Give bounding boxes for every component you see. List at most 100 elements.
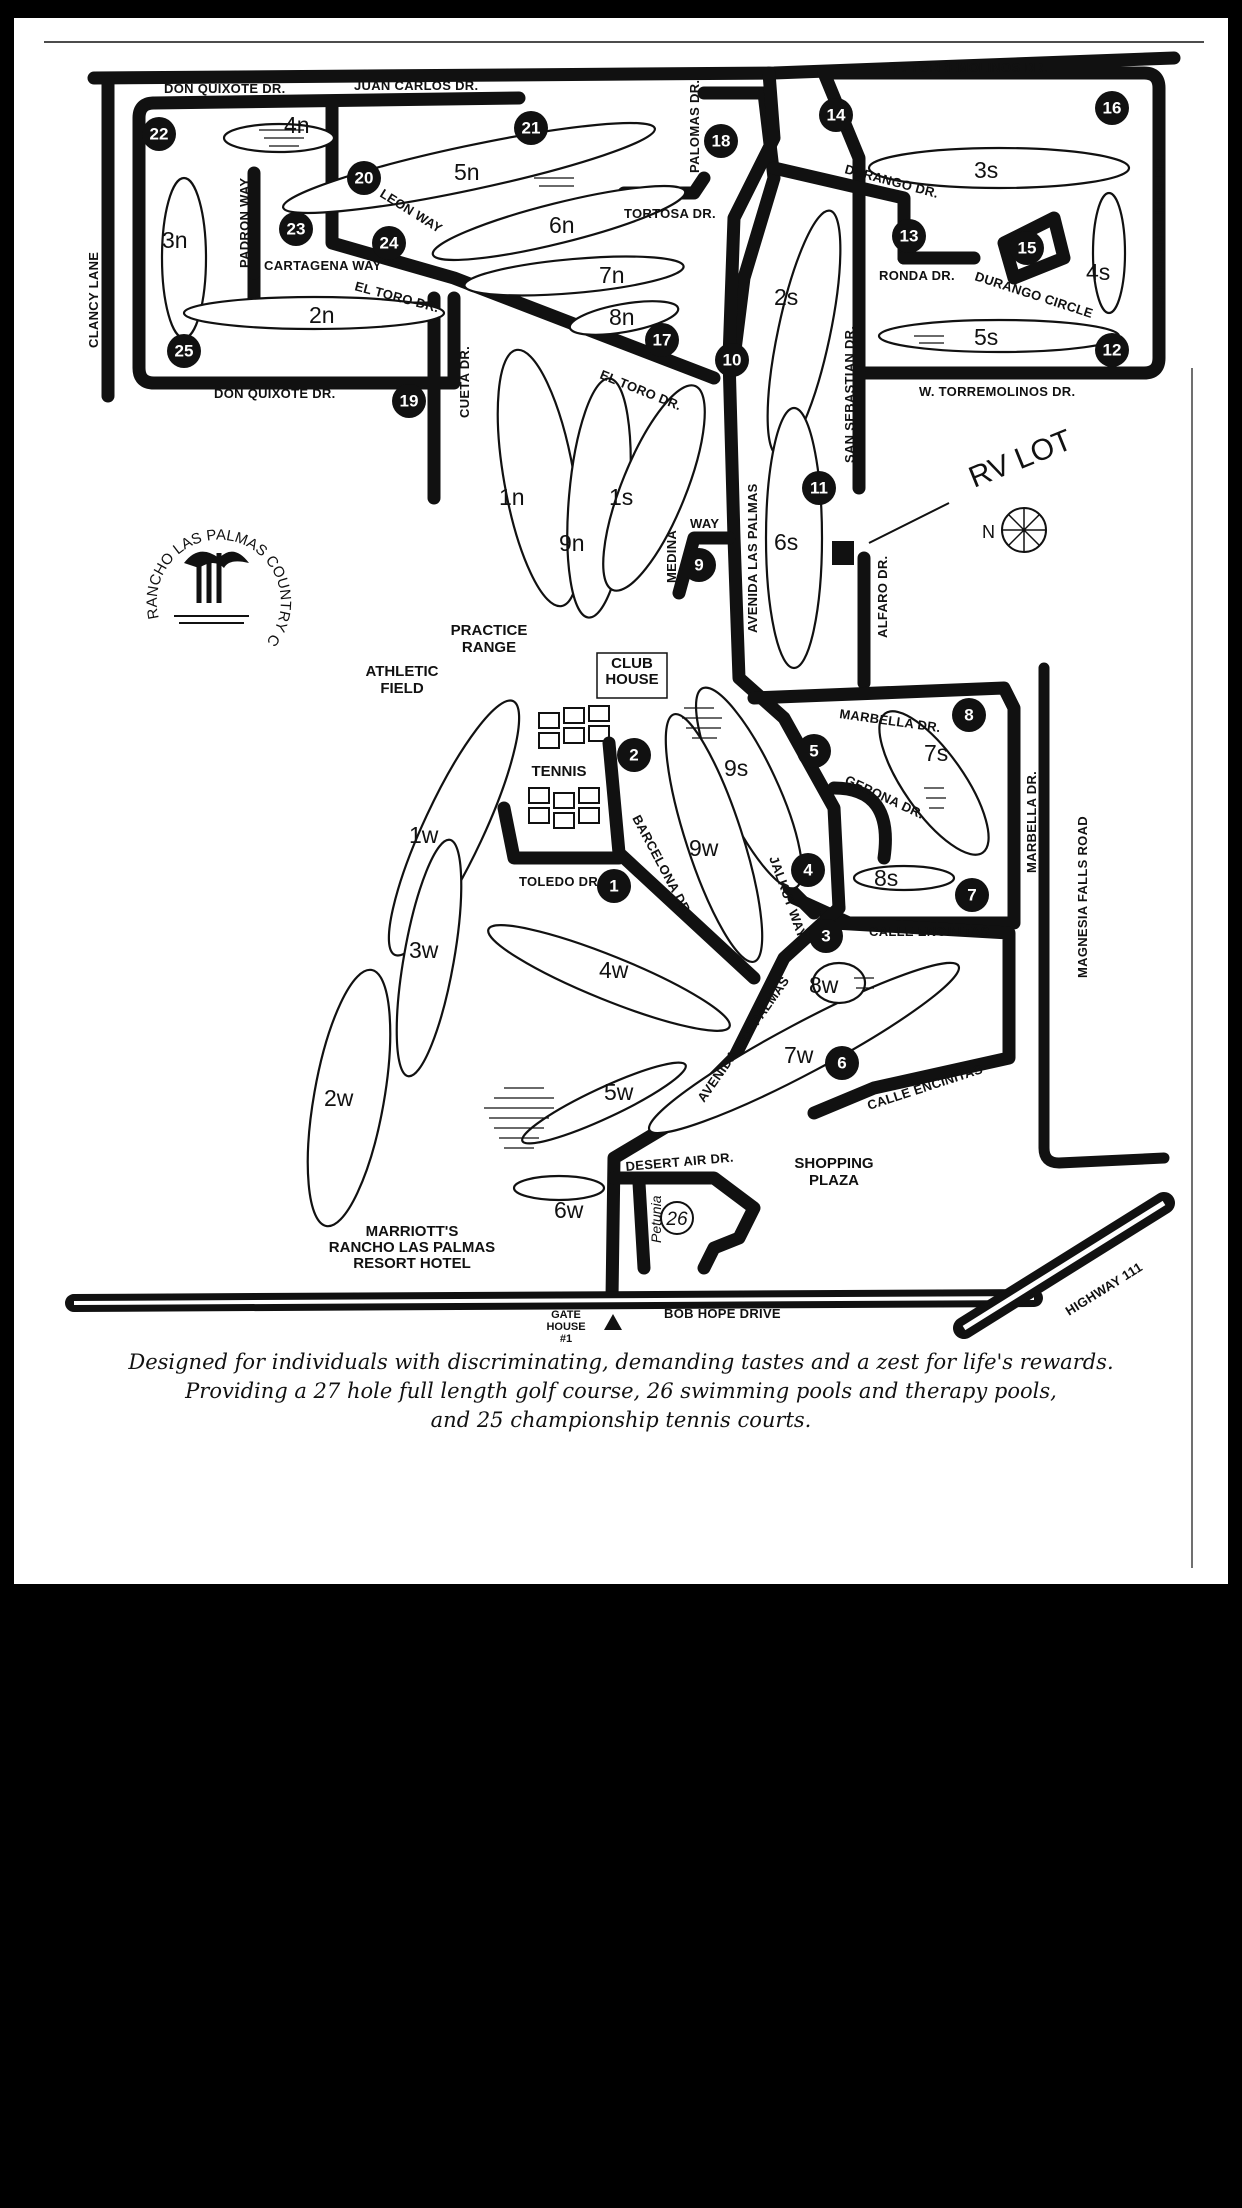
svg-text:4: 4	[803, 861, 813, 880]
svg-text:3: 3	[821, 927, 830, 946]
road-calle-encinitas-top	[807, 916, 1016, 1120]
site-marker: 17	[645, 323, 679, 357]
fairway-3s	[867, 146, 1131, 190]
hole-label: 7s	[924, 740, 948, 766]
svg-text:5: 5	[809, 742, 818, 761]
site-marker: 1	[597, 869, 631, 903]
hole-label: 1s	[609, 484, 633, 510]
svg-text:24: 24	[380, 234, 399, 253]
svg-text:8: 8	[964, 706, 973, 725]
label-clancy-lane: CLANCY LANE	[86, 252, 101, 348]
site-marker: 25	[167, 334, 201, 368]
svg-text:17: 17	[653, 331, 672, 350]
rv-lot-box	[832, 541, 854, 565]
svg-text:7: 7	[967, 886, 976, 905]
hole-labels: 4n 5n 6n 7n 8n 3n 2n 1n 9n 1s 2s 3s 4s 5…	[162, 112, 1110, 1223]
label-cueta: CUETA DR.	[457, 346, 472, 418]
gate-house-triangle-icon	[604, 1314, 622, 1330]
fairway-8s	[852, 864, 956, 892]
svg-text:16: 16	[1103, 99, 1122, 118]
rv-lot-label: RV LOT	[964, 424, 1076, 495]
site-marker: 4	[791, 853, 825, 887]
label-ronda: RONDA DR.	[879, 268, 955, 283]
fairway-7w	[647, 961, 961, 1135]
fairway-6s	[764, 406, 824, 670]
svg-text:10: 10	[723, 351, 742, 370]
hole-label: 5s	[974, 324, 998, 350]
road-highway-111-median	[962, 1200, 1166, 1331]
fairway-1s	[602, 384, 706, 592]
site-marker: 3	[809, 919, 843, 953]
tennis-label: TENNIS	[531, 763, 586, 780]
hole-label: 4s	[1086, 259, 1110, 285]
svg-text:9: 9	[694, 556, 703, 575]
logo-ring-text: RANCHO LAS PALMAS COUNTRY CLUB	[14, 18, 294, 649]
compass-rose-icon: N	[982, 507, 1047, 553]
road-network	[65, 51, 1181, 1339]
fairways	[160, 121, 1131, 1228]
hole-label: 2w	[324, 1085, 354, 1111]
label-e-torremolinos: E. TORREMOLINOS DR.	[894, 60, 1048, 75]
water-hazard-7s	[924, 787, 946, 809]
fairway-6n	[431, 184, 687, 262]
label-padron-way: PADRON WAY	[237, 178, 252, 268]
numbered-sites: 1 2 3 4 5 6 7 8 9 10 11 12 13 14 15 16 1…	[142, 91, 1129, 1235]
hole-label: 8s	[874, 865, 898, 891]
label-san-sebastian: SAN SEBASTIAN DR.	[842, 326, 857, 463]
hole-label: 4w	[599, 957, 629, 983]
svg-text:21: 21	[522, 119, 541, 138]
svg-text:23: 23	[287, 220, 306, 239]
site-marker: 14	[819, 98, 853, 132]
water-hazard-5n	[534, 177, 574, 187]
label-avenida-las-palmas-n: AVENIDA LAS PALMAS	[745, 483, 760, 633]
site-marker-handwritten: 26	[660, 1201, 694, 1235]
svg-text:25: 25	[175, 342, 194, 361]
svg-text:19: 19	[400, 392, 419, 411]
fairway-5n	[281, 121, 657, 215]
road-medina	[672, 531, 736, 600]
hole-label: 3n	[162, 227, 188, 253]
site-marker: 10	[715, 343, 749, 377]
svg-text:20: 20	[355, 169, 374, 188]
hole-label: 6s	[774, 529, 798, 555]
label-marbella-side: MARBELLA DR.	[1024, 771, 1039, 873]
road-bob-hope-median	[73, 1296, 1035, 1305]
site-marker: 9	[682, 548, 716, 582]
site-marker: 22	[142, 117, 176, 151]
site-marker: 16	[1095, 91, 1129, 125]
hole-label: 9n	[559, 530, 585, 556]
label-alfaro: ALFARO DR.	[875, 556, 890, 638]
hole-label: 4n	[284, 112, 310, 138]
site-marker: 24	[372, 226, 406, 260]
label-medina: MEDINA	[664, 530, 679, 583]
fairway-2n	[182, 295, 446, 331]
hole-label: 9s	[724, 755, 748, 781]
road-desert-air	[607, 1171, 761, 1275]
map-sheet: N RANCHO LAS PALMAS COUNTRY CLUB RANCHO …	[14, 18, 1228, 1584]
hole-label: 9w	[689, 835, 719, 861]
label-calle-encinitas-top: CALLE ENCINITAS	[869, 924, 990, 939]
caption: Designed for individuals with discrimina…	[14, 1348, 1228, 1435]
label-petunia: Petunia	[648, 1195, 664, 1243]
fairway-5w	[521, 1061, 687, 1145]
rv-lot-arrow	[868, 502, 950, 544]
label-tortosa: TORTOSA DR.	[624, 206, 716, 221]
fairway-4w	[487, 924, 731, 1032]
road-durango-circle	[997, 211, 1071, 285]
label-desert-air: DESERT AIR DR.	[625, 1150, 734, 1174]
hole-label: 2n	[309, 302, 335, 328]
hole-label: 6w	[554, 1197, 584, 1223]
svg-text:2: 2	[629, 746, 638, 765]
water-hazard-5s	[914, 335, 944, 344]
site-marker: 8	[952, 698, 986, 732]
site-marker: 19	[392, 384, 426, 418]
road-petunia	[632, 1176, 651, 1275]
hole-label: 8n	[609, 304, 635, 330]
road-magnesia-falls	[1038, 662, 1170, 1169]
road-don-quixote-loop	[132, 96, 461, 390]
road-toledo	[497, 801, 626, 865]
